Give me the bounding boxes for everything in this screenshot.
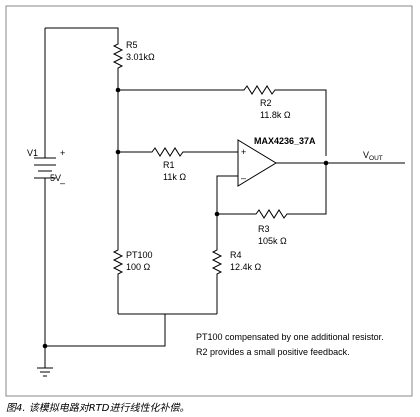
- r3-resistor: [252, 209, 291, 219]
- diagram-frame: [5, 5, 413, 397]
- wire-minus-input: [216, 175, 238, 214]
- r1-resistor: [148, 147, 187, 157]
- note-line-1: PT100 compensated by one additional resi…: [196, 332, 384, 342]
- ground-symbol: [37, 367, 53, 377]
- circuit-diagram: V1 + – 5V R5 3.01kΩ R2 11.8k Ω R1 11k Ω …: [5, 5, 413, 397]
- note-line-2: R2 provides a small positive feedback.: [196, 347, 350, 357]
- r1-value: 11k Ω: [163, 172, 186, 182]
- battery-symbol: [34, 157, 56, 179]
- wire-r2-to-output: [279, 89, 327, 156]
- pt100-name: PT100: [126, 250, 153, 260]
- r4-name: R4: [230, 250, 242, 260]
- v1-value: 5V: [50, 173, 61, 183]
- r3-value: 105k Ω: [258, 236, 287, 246]
- r2-value: 11.8k Ω: [260, 110, 291, 120]
- output-label: VOUT: [363, 150, 383, 162]
- r5-resistor: [112, 40, 124, 90]
- opamp-plus-sign: +: [241, 147, 246, 157]
- r4-resistor: [211, 246, 223, 314]
- wire-r3-to-output: [291, 163, 327, 215]
- v1-minus-sign: –: [60, 178, 65, 188]
- r2-resistor: [240, 85, 279, 95]
- wire-bottom-return: [45, 314, 166, 347]
- figure-caption: 图4. 该模拟电路对RTD进行线性化补偿。: [6, 403, 190, 414]
- r3-name: R3: [258, 224, 270, 234]
- v1-name: V1: [27, 148, 38, 158]
- output-label-sub: OUT: [369, 155, 383, 162]
- v1-plus-sign: +: [60, 148, 65, 158]
- wire-top: [45, 27, 119, 40]
- opamp-name: MAX4236_37A: [254, 136, 316, 146]
- opamp-minus-sign: –: [241, 173, 246, 183]
- pt100-value: 100 Ω: [126, 262, 151, 272]
- r1-name: R1: [163, 160, 175, 170]
- r5-name: R5: [126, 40, 138, 50]
- opamp-symbol: [237, 139, 277, 187]
- output-label-v: V: [363, 150, 369, 160]
- node-ground-rail: [42, 343, 48, 349]
- r4-value: 12.4k Ω: [230, 262, 262, 272]
- r5-value: 3.01kΩ: [126, 52, 155, 62]
- pt100-resistor: [112, 246, 124, 314]
- r2-name: R2: [260, 98, 272, 108]
